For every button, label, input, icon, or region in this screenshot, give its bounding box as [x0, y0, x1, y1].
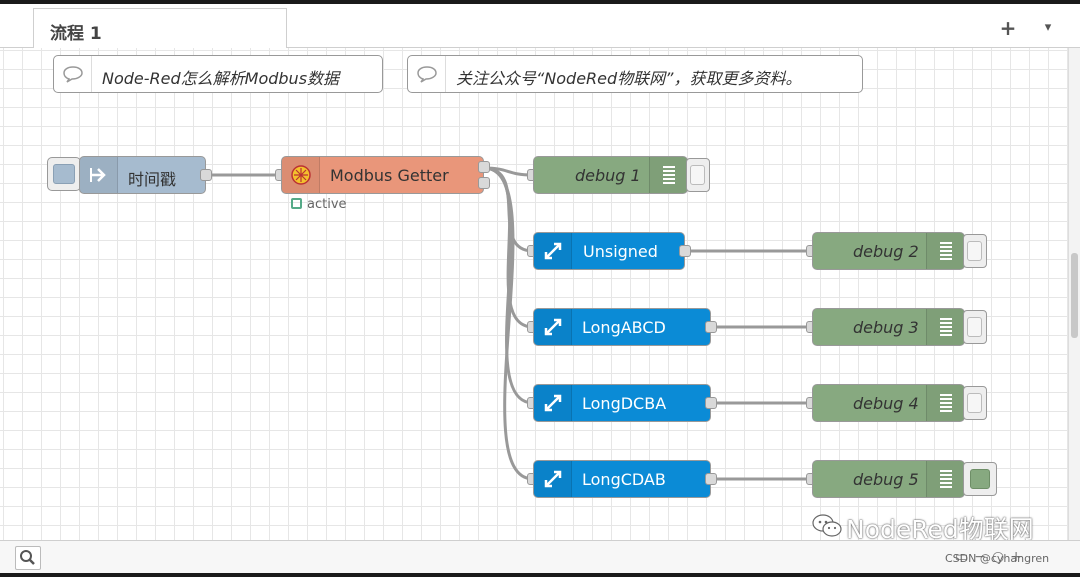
add-tab-button[interactable]: + [999, 16, 1017, 40]
debug-label: debug 4 [853, 394, 919, 413]
wechat-icon [812, 513, 842, 543]
csdn-credit: CSDN @cyhangren [945, 552, 1050, 565]
function-icon [534, 461, 572, 497]
function-label: Unsigned [583, 242, 658, 261]
vertical-scrollbar[interactable] [1068, 48, 1080, 540]
comment-node[interactable]: 关注公众号“NodeRed物联网”，获取更多资料。 [407, 55, 863, 93]
comment-text: 关注公众号“NodeRed物联网”，获取更多资料。 [456, 69, 802, 88]
debug-label: debug 1 [575, 166, 641, 185]
debug-toggle-button[interactable] [963, 310, 987, 344]
modbus-icon [282, 157, 320, 193]
output-port[interactable] [705, 321, 717, 333]
watermark-text: NodeRed物联网 [846, 515, 1034, 544]
function-label: LongABCD [582, 318, 666, 337]
comment-node[interactable]: Node-Red怎么解析Modbus数据 [53, 55, 383, 93]
function-icon [534, 233, 572, 269]
debug-node[interactable]: debug 5 [812, 460, 965, 498]
function-icon [534, 309, 572, 345]
debug-toggle-button[interactable] [963, 386, 987, 420]
map-icon[interactable]: ▭ [955, 549, 975, 565]
output-port[interactable] [705, 397, 717, 409]
output-port[interactable] [679, 245, 691, 257]
zoom-out-icon[interactable]: − [974, 549, 992, 565]
modbus-getter-node[interactable]: Modbus Getter [281, 156, 484, 194]
debug-list-icon [926, 461, 964, 497]
debug-toggle-button[interactable] [963, 234, 987, 268]
debug-toggle-button[interactable] [963, 462, 997, 496]
debug-node[interactable]: debug 2 [812, 232, 965, 270]
tab-flow-1[interactable]: 流程 1 [33, 8, 287, 53]
function-label: LongDCBA [582, 394, 667, 413]
search-icon [20, 550, 35, 565]
inject-arrow-icon [80, 157, 118, 193]
zoom-in-icon[interactable]: + [1010, 549, 1028, 565]
flow-workspace[interactable]: Node-Red怎么解析Modbus数据 关注公众号“NodeRed物联网”，获… [0, 48, 1068, 540]
function-label: LongCDAB [582, 470, 666, 489]
function-node[interactable]: LongDCBA [533, 384, 711, 422]
wires-layer [206, 166, 812, 481]
debug-label: debug 3 [853, 318, 919, 337]
tab-bar: 流程 1 + ▾ [0, 0, 1080, 53]
debug-label: debug 2 [853, 242, 919, 261]
wire-modbus-longcdab [483, 166, 534, 481]
tab-menu-button[interactable]: ▾ [1044, 20, 1052, 35]
function-node[interactable]: LongCDAB [533, 460, 711, 498]
debug-list-icon [926, 385, 964, 421]
modbus-label: Modbus Getter [330, 166, 449, 185]
function-node[interactable]: LongABCD [533, 308, 711, 346]
search-button[interactable] [15, 546, 41, 570]
comment-text: Node-Red怎么解析Modbus数据 [102, 69, 340, 88]
comment-icon [54, 56, 92, 92]
footer-toolbar: ▭−○+ [0, 540, 1080, 577]
output-port[interactable] [200, 169, 212, 181]
debug-list-icon [649, 157, 687, 193]
debug-node[interactable]: debug 1 [533, 156, 688, 194]
comment-icon [408, 56, 446, 92]
zoom-reset-icon[interactable]: ○ [991, 549, 1011, 565]
debug-label: debug 5 [853, 470, 919, 489]
debug-node[interactable]: debug 4 [812, 384, 965, 422]
output-port[interactable] [478, 177, 490, 189]
node-status: active [291, 197, 347, 212]
wire-modbus-longdcba [483, 166, 534, 405]
output-port[interactable] [705, 473, 717, 485]
inject-trigger-button[interactable] [47, 157, 81, 191]
function-icon [534, 385, 572, 421]
inject-node[interactable]: 时间戳 [79, 156, 206, 194]
status-ring-icon [291, 198, 302, 209]
zoom-controls[interactable]: ▭−○+ [955, 549, 1028, 565]
inject-label: 时间戳 [128, 170, 177, 189]
debug-node[interactable]: debug 3 [812, 308, 965, 346]
tab-label: 流程 1 [50, 24, 102, 44]
output-port[interactable] [478, 161, 490, 173]
debug-toggle-button[interactable] [686, 158, 710, 192]
status-text: active [307, 197, 347, 212]
debug-list-icon [926, 309, 964, 345]
debug-list-icon [926, 233, 964, 269]
function-node[interactable]: Unsigned [533, 232, 685, 270]
